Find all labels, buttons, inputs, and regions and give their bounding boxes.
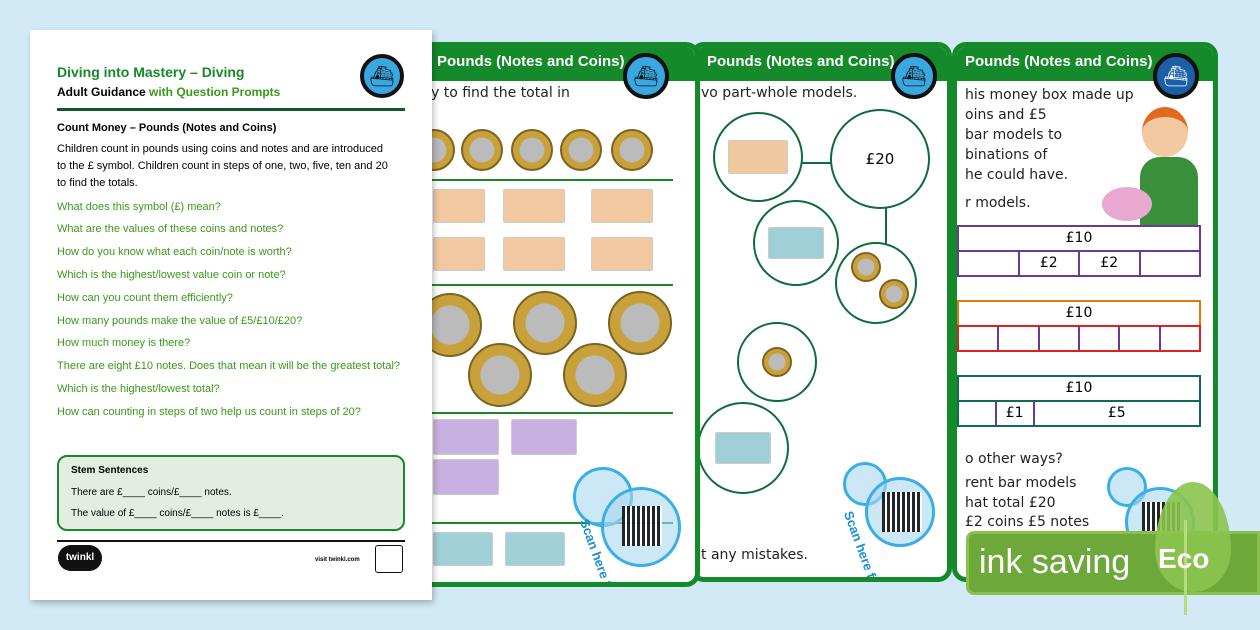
submarine-badge-icon: ⛴	[1153, 53, 1199, 99]
boy-with-piggy-bank-image	[1102, 107, 1202, 227]
bar-model-3-parts: £1£5	[957, 400, 1201, 427]
question-prompt: How can counting in steps of two help us…	[57, 406, 361, 418]
eco-badge-label: Eco	[1158, 543, 1210, 574]
submarine-badge-icon: ⛴	[623, 53, 669, 99]
worksheet-1: Pounds (Notes and Coins) ⛴ y to find the…	[418, 42, 700, 587]
coin	[611, 129, 653, 171]
qr-bubble	[601, 487, 681, 567]
bar-model-1-total: £10	[957, 225, 1201, 252]
bar-model-2-total: £10	[957, 300, 1201, 327]
intro-line: Children count in pounds using coins and…	[57, 143, 383, 155]
ten-pound-note	[433, 237, 485, 271]
part-circle	[753, 200, 839, 286]
instruction-line: r models.	[965, 195, 1031, 211]
question-prompt: There are eight £10 notes. Does that mea…	[57, 360, 401, 372]
question-prompt: How much money is there?	[57, 337, 191, 349]
stem-sentence: There are £____ coins/£____ notes.	[71, 487, 232, 498]
ten-pound-note	[591, 189, 653, 223]
topic-heading: Count Money – Pounds (Notes and Coins)	[57, 122, 277, 134]
twenty-pound-note	[511, 419, 577, 455]
footer-rule	[57, 540, 405, 542]
question-line: hat total £20	[965, 495, 1056, 511]
question-prompt: How many pounds make the value of £5/£10…	[57, 315, 303, 327]
twenty-pound-note	[433, 419, 499, 455]
eco-leaf-icon	[1155, 482, 1231, 592]
question-prompt: Which is the highest/lowest value coin o…	[57, 269, 286, 281]
five-pound-note	[505, 532, 565, 566]
instruction-line: vo part-whole models.	[701, 85, 858, 101]
bar-model-2-parts	[957, 325, 1201, 352]
question-prompt: How do you know what each coin/note is w…	[57, 246, 292, 258]
divider	[423, 412, 673, 414]
two-pound-coin	[563, 343, 627, 407]
two-pound-coin	[513, 291, 577, 355]
guidance-subtitle: Adult Guidance	[57, 85, 146, 99]
question-prompt: Which is the highest/lowest total?	[57, 383, 220, 395]
divider	[423, 522, 673, 524]
qr-code[interactable]	[622, 506, 662, 546]
submarine-badge-icon: ⛴	[360, 54, 404, 98]
two-pound-coin	[423, 293, 482, 357]
whole-circle: £20	[830, 109, 930, 209]
five-pound-note	[433, 532, 493, 566]
twinkl-logo: twinkl	[58, 545, 102, 571]
coin	[461, 129, 503, 171]
intro-line: to find the totals.	[57, 177, 138, 189]
intro-line: to the £ symbol. Children count in steps…	[57, 160, 388, 172]
two-pound-coin	[608, 291, 672, 355]
submarine-badge-icon: ⛴	[891, 53, 937, 99]
divider	[423, 179, 673, 181]
twenty-pound-note	[433, 459, 499, 495]
instruction-line: he could have.	[965, 167, 1069, 183]
stem-title: Stem Sentences	[71, 465, 149, 476]
part-circle	[713, 112, 803, 202]
bar-model-1-parts: £2£2	[957, 250, 1201, 277]
stem-sentence: The value of £____ coins/£____ notes is …	[71, 508, 284, 519]
question-line: rent bar models	[965, 475, 1077, 491]
question-prompt: How can you count them efficiently?	[57, 292, 233, 304]
coin	[851, 252, 881, 282]
coin	[511, 129, 553, 171]
instruction-line: y to find the total in	[431, 85, 570, 101]
coin	[879, 279, 909, 309]
ten-pound-note	[433, 189, 485, 223]
instruction-line: his money box made up	[965, 87, 1134, 103]
question-line: £2 coins £5 notes	[965, 514, 1090, 530]
ten-pound-note	[503, 189, 565, 223]
coin	[560, 129, 602, 171]
whole-value: £20	[865, 150, 895, 168]
question-prompt: What are the values of these coins and n…	[57, 223, 284, 235]
leaf-stem	[1184, 520, 1187, 615]
question-prompt: What does this symbol (£) mean?	[57, 201, 221, 213]
visit-twinkl-link[interactable]: visit twinkl.com	[315, 557, 360, 563]
bar-model-3-total: £10	[957, 375, 1201, 402]
qr-bubble	[865, 477, 935, 547]
two-pound-coin	[468, 343, 532, 407]
guidance-subtitle-accent: with Question Prompts	[149, 85, 281, 99]
header-rule	[57, 108, 405, 111]
sheet-header: Pounds (Notes and Coins)	[957, 47, 1213, 81]
part-circle	[737, 322, 817, 402]
ten-pound-note	[503, 237, 565, 271]
quality-approved-badge-icon	[375, 545, 403, 573]
guidance-title: Diving into Mastery – Diving	[57, 64, 245, 80]
ten-pound-note	[591, 237, 653, 271]
instruction-line: bar models to	[965, 127, 1063, 143]
part-circle	[697, 402, 789, 494]
divider	[423, 284, 673, 286]
instruction-line: binations of	[965, 147, 1048, 163]
worksheet-2: Pounds (Notes and Coins) ⛴ vo part-whole…	[690, 42, 952, 582]
question-line: o other ways?	[965, 451, 1063, 467]
qr-code[interactable]	[882, 492, 922, 532]
stem-sentences-box: Stem Sentences There are £____ coins/£__…	[57, 455, 405, 531]
worksheet-3: Pounds (Notes and Coins) ⛴ his money box…	[952, 42, 1218, 582]
instruction-line: t any mistakes.	[701, 547, 808, 563]
ink-saving-label: ink saving	[979, 543, 1131, 581]
instruction-line: oins and £5	[965, 107, 1047, 123]
adult-guidance-page: Diving into Mastery – Diving Adult Guida…	[30, 30, 432, 600]
